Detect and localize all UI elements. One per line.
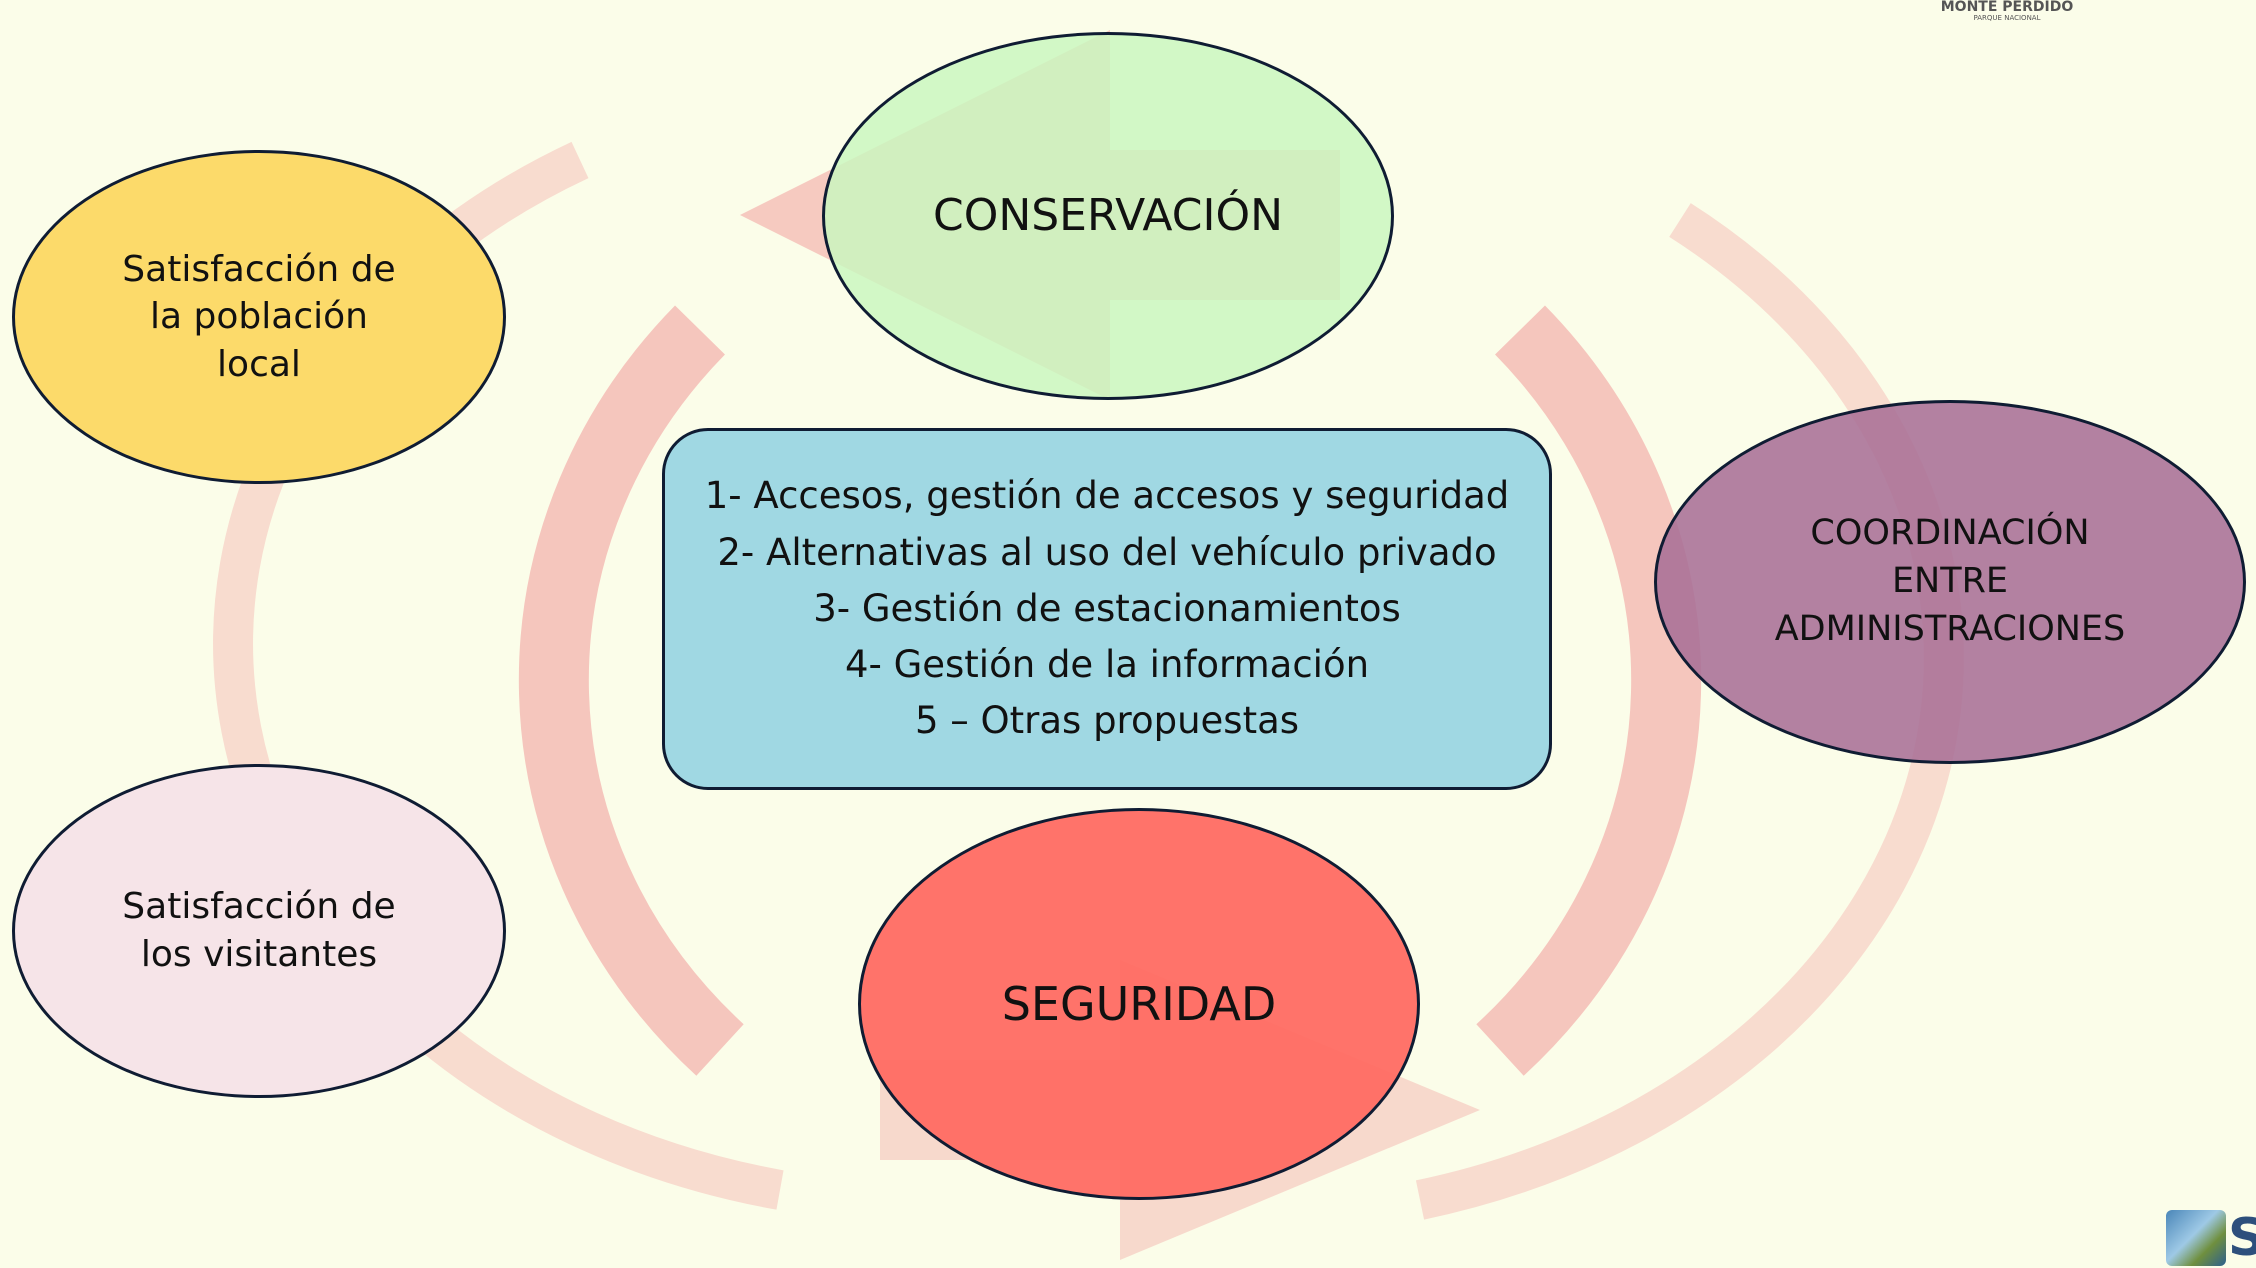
seguridad-node: SEGURIDAD [858,808,1420,1200]
poblacion-local-node: Satisfacción de la población local [12,150,506,484]
park-logo-title: MONTE PERDIDO [1940,0,2074,15]
organization-logo: S [2166,1208,2256,1268]
emblem-icon [2166,1210,2226,1266]
proposal-item: 5 – Otras propuestas [914,699,1300,743]
organization-logo-letter: S [2228,1208,2256,1268]
park-logo-subtitle: PARQUE NACIONAL [1973,14,2041,22]
conservacion-node: CONSERVACIÓN [822,32,1394,400]
park-logo: MONTE PERDIDO PARQUE NACIONAL [1932,0,2082,28]
proposals-box: 1- Accesos, gestión de accesos y segurid… [662,428,1552,790]
visitantes-node: Satisfacción de los visitantes [12,764,506,1098]
proposal-item: 1- Accesos, gestión de accesos y segurid… [704,474,1510,518]
proposal-item: 3- Gestión de estacionamientos [813,586,1401,630]
proposal-item: 2- Alternativas al uso del vehículo priv… [717,530,1497,574]
proposal-item: 4- Gestión de la información [844,643,1370,687]
coordinacion-node: COORDINACIÓN ENTRE ADMINISTRACIONES [1654,400,2246,764]
